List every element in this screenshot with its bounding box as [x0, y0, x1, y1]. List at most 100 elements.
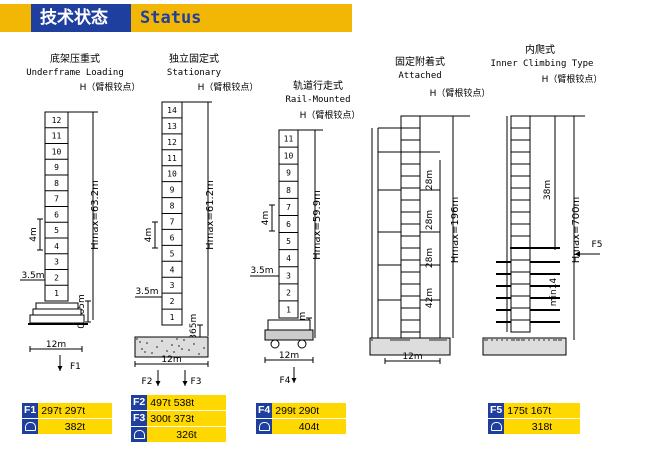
mast-section-number: 1	[54, 289, 59, 298]
mast-section-number: 2	[286, 288, 291, 297]
load-value-b: 167t	[530, 404, 552, 417]
foundation-grain	[445, 339, 447, 341]
mast-section-number: 9	[54, 163, 59, 172]
foundation-grain	[371, 339, 373, 341]
hmax-label: Hmax=63.2m	[90, 180, 101, 250]
mast-section-number: 4	[286, 254, 291, 263]
config-name-cn: 轨道行走式	[293, 79, 343, 92]
load-value-a: 300t	[150, 412, 171, 425]
force-label-f3: F3	[191, 377, 202, 387]
load-value-a: 497t	[150, 396, 171, 409]
foundation-grain	[511, 339, 513, 341]
header-title-box	[31, 4, 131, 32]
mast-section-number: 7	[170, 217, 175, 226]
dim-12m-label: 12m	[402, 352, 422, 362]
mast-section-number: 3	[286, 271, 291, 280]
page-title: 技术状态	[40, 8, 108, 28]
mast-section-number: 9	[170, 186, 175, 195]
force-label-f1: F1	[70, 362, 81, 372]
foundation-grain	[553, 339, 555, 341]
foundation-grain	[521, 339, 523, 341]
tower-icon	[256, 419, 272, 434]
foundation-grain	[558, 339, 560, 341]
mast-section-number: 5	[286, 237, 291, 246]
foundation-grain	[441, 339, 443, 341]
foundation-grain	[402, 339, 404, 341]
foundation	[369, 337, 451, 356]
hmax-label: Hmax=196m	[450, 197, 461, 264]
base-frame-mid	[32, 308, 82, 316]
foundation	[482, 337, 567, 356]
dim-4m-label: 4m	[144, 228, 154, 243]
mast-section-number: 10	[284, 152, 294, 161]
total-load: 404t	[298, 420, 320, 433]
mast-section-number: 3	[54, 258, 59, 267]
foundation-grain	[406, 339, 408, 341]
foundation-grain	[198, 353, 200, 355]
dim-3.5m-label: 3.5m	[135, 287, 158, 297]
force-arrow-f3-head	[182, 381, 188, 386]
load-value-b: 538t	[173, 396, 195, 409]
config-name-en: Inner Climbing Type	[491, 59, 594, 69]
foundation-grain	[146, 342, 148, 344]
foundation-grain	[543, 339, 545, 341]
tower-icon	[22, 419, 38, 434]
foundation-grain	[394, 339, 396, 341]
hinge-point-label: H（臂根铰点）	[198, 81, 259, 93]
mast-section-number: 8	[286, 186, 291, 195]
config-name-en: Rail-Mounted	[285, 95, 350, 105]
mast-section-number: 8	[54, 179, 59, 188]
foundation-grain	[171, 344, 173, 346]
foundation-grain	[151, 352, 153, 354]
foundation-grain	[555, 339, 557, 341]
dim-38m-label: 38m	[543, 180, 553, 200]
foundation-grain	[518, 339, 520, 341]
page-subtitle: Status	[140, 8, 202, 28]
foundation-grain	[437, 339, 439, 341]
mast-section-number: 5	[54, 226, 59, 235]
foundation	[134, 336, 209, 358]
foundation-grain	[429, 339, 431, 341]
total-load: 326t	[176, 428, 197, 441]
hinge-point-label: H（臂根铰点）	[300, 109, 361, 121]
dim-3.5m-label: 3.5m	[21, 271, 44, 281]
foundation-grain	[433, 339, 435, 341]
foundation-grain	[398, 339, 400, 341]
mast-section-number: 11	[167, 154, 177, 163]
foundation-grain	[396, 339, 398, 341]
mast-section-number: 10	[52, 147, 62, 156]
foundation-grain	[193, 343, 195, 345]
foundation-grain	[188, 349, 190, 351]
foundation-grain	[435, 339, 437, 341]
mast-section-number: 9	[286, 169, 291, 178]
dim-28m-b-label: 28m	[425, 210, 435, 230]
mast-section-number: 13	[167, 122, 177, 131]
config-name-cn: 内爬式	[525, 43, 555, 56]
load-value-b: 373t	[173, 412, 195, 425]
dim-12m-label: 12m	[161, 355, 181, 365]
dim-4m-label: 4m	[261, 211, 271, 226]
foundation-grain	[506, 339, 508, 341]
dim-12m-label: 12m	[46, 340, 66, 350]
config-name-en: Underframe Loading	[26, 68, 124, 78]
foundation-grain	[408, 339, 410, 341]
dim-42m-label: 42m	[425, 288, 435, 308]
tower-icon	[488, 419, 504, 434]
hinge-point-label: H（臂根铰点）	[80, 81, 141, 93]
foundation-grain	[431, 339, 433, 341]
mast-section-number: 3	[170, 281, 175, 290]
config-name-en: Attached	[398, 71, 441, 81]
total-load: 318t	[531, 420, 553, 433]
foundation-grain	[156, 346, 158, 348]
force-code: F4	[256, 403, 273, 418]
foundation-grain	[516, 339, 518, 341]
foundation-grain	[178, 345, 180, 347]
mast-section-number: 4	[170, 265, 175, 274]
config-stationary: 独立固定式StationaryH（臂根铰点）123456789101112131…	[134, 52, 259, 387]
foundation-grain	[404, 339, 406, 341]
foundation-grain	[173, 351, 175, 353]
foundation-grain	[528, 339, 530, 341]
mast-section-number: 10	[167, 170, 177, 179]
